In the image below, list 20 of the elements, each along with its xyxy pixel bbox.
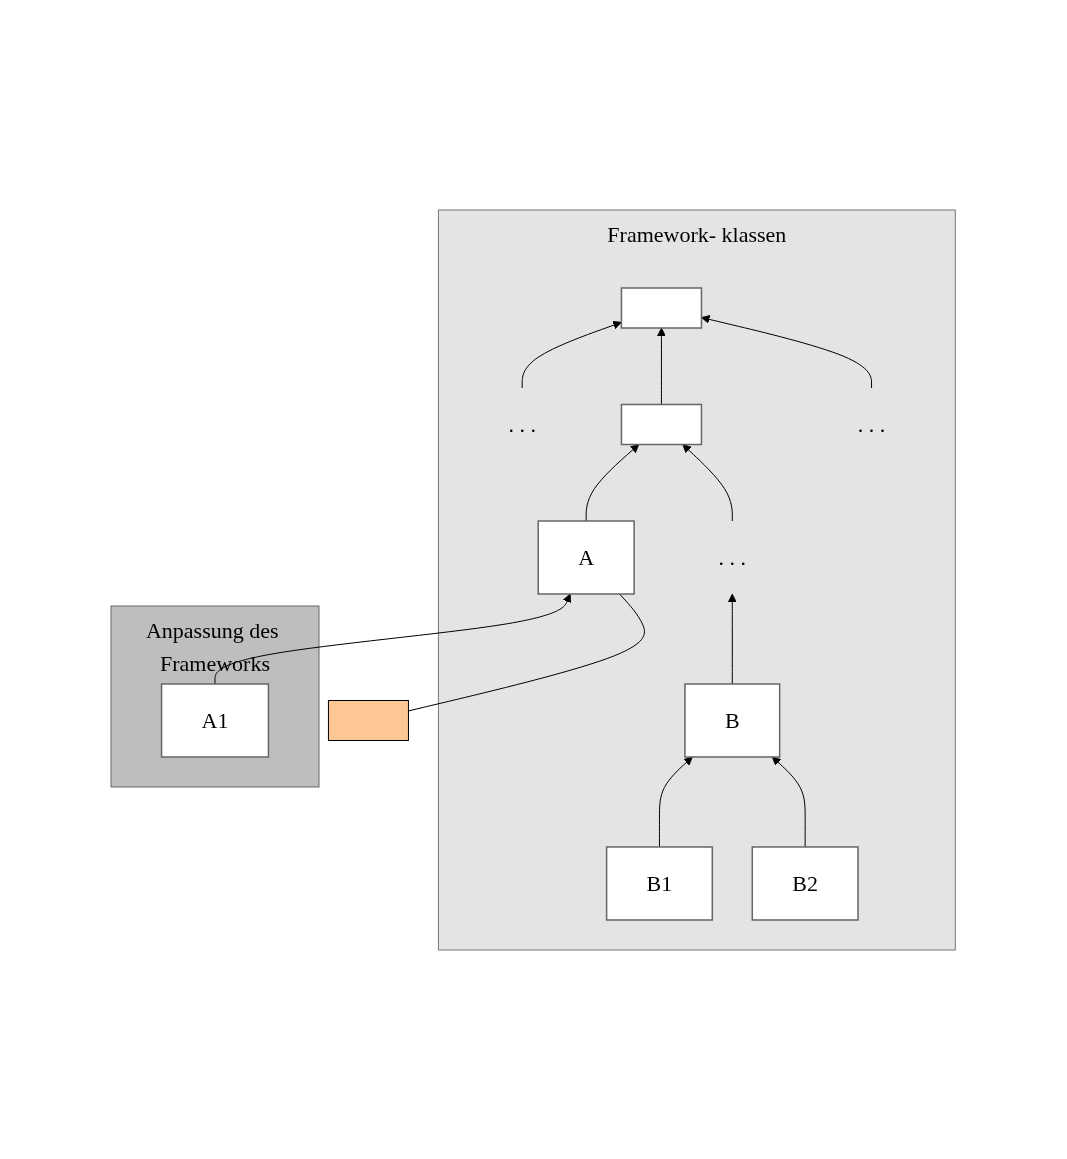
arrow: [214, 593, 572, 684]
arrow: [659, 756, 694, 847]
arrow: [772, 756, 806, 847]
arrow: [657, 327, 667, 405]
arrow: [586, 443, 640, 521]
node-text: . . .: [718, 544, 747, 570]
node-box: B: [684, 682, 781, 758]
node-box: [621, 286, 703, 329]
arrow: [701, 314, 873, 388]
node-box: [621, 403, 703, 445]
node-box: [328, 699, 410, 741]
node-box: B2: [751, 845, 860, 921]
arrow: [682, 443, 734, 521]
node-box: B1: [606, 845, 714, 921]
node-box: A: [537, 519, 636, 595]
node-text: . . .: [858, 411, 886, 437]
connector: [408, 593, 646, 711]
node-text: . . .: [508, 411, 537, 437]
node-box: A1: [161, 682, 270, 758]
arrow: [728, 593, 738, 684]
